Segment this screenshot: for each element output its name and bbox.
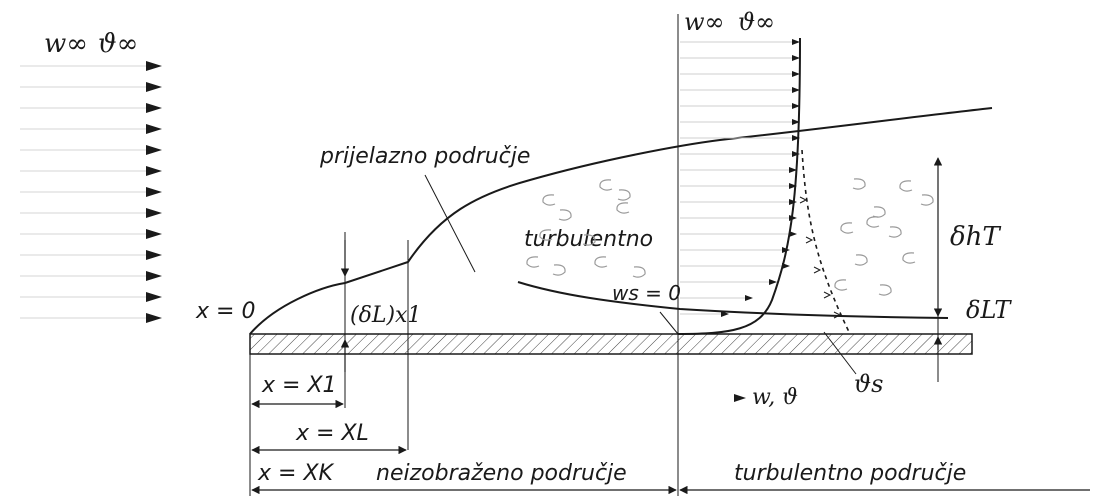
temperature-profile-ticks <box>799 196 842 319</box>
profile-arrow <box>680 151 800 157</box>
theta-s-label: ϑs <box>854 370 883 398</box>
inflow-arrow <box>20 124 162 134</box>
inflow-arrow <box>20 145 162 155</box>
w-theta-axis-label: w, ϑ <box>752 385 798 410</box>
eddy-mark <box>542 194 556 206</box>
undeveloped-region-label: neizobraženo područje <box>376 461 627 486</box>
inflow-arrow <box>20 82 162 92</box>
profile-arrow <box>680 279 777 285</box>
profile-arrow <box>680 215 797 221</box>
profile-w-label: w∞ <box>684 8 725 36</box>
theta-s-pointer-line <box>823 331 857 375</box>
temperature-profile-curve <box>801 149 851 335</box>
eddy-mark <box>539 229 553 241</box>
inflow-arrow <box>20 187 162 197</box>
inflow-arrow <box>20 271 162 281</box>
eddy-mark <box>599 179 613 191</box>
inflow-arrow <box>20 166 162 176</box>
delta-ht-label: δhT <box>950 222 1001 252</box>
inflow-arrow <box>20 250 162 260</box>
eddy-mark <box>854 254 868 266</box>
inflow-labels: w∞ ϑ∞ <box>44 29 138 59</box>
profile-arrow <box>680 295 753 301</box>
inflow-w-label: w∞ <box>44 29 88 59</box>
eddy-mark <box>888 226 902 238</box>
laminar-sublayer-curve <box>517 281 949 319</box>
x-x1-label: x = X1 <box>261 373 337 398</box>
profile-arrow <box>680 39 800 45</box>
eddy-mark <box>866 216 880 228</box>
boundary-layer-edge-curve <box>249 107 993 335</box>
profile-arrow <box>680 311 729 317</box>
eddy-mark <box>920 194 934 206</box>
transition-region-label: prijelazno područje <box>319 144 530 169</box>
inflow-arrow <box>20 313 162 323</box>
eddy-mark <box>632 266 646 278</box>
profile-arrow <box>680 247 790 253</box>
profile-arrow <box>680 87 800 93</box>
ws-zero-label: ws = 0 <box>612 281 681 305</box>
inflow-arrow <box>20 292 162 302</box>
inflow-arrow <box>20 61 162 71</box>
temperature-tick <box>799 196 808 204</box>
eddy-mark <box>902 252 916 264</box>
x-xl-label: x = XL <box>295 421 369 446</box>
profile-arrow <box>680 119 800 125</box>
profile-arrows <box>680 39 800 317</box>
eddy-mark <box>558 209 572 221</box>
eddy-mark <box>526 256 540 268</box>
eddy-mark <box>840 222 854 234</box>
temperature-tick <box>833 311 842 319</box>
profile-arrow <box>680 199 797 205</box>
eddy-mark <box>872 206 886 218</box>
eddy-mark <box>616 202 630 214</box>
profile-arrow <box>680 135 800 141</box>
profile-arrow <box>680 167 797 173</box>
eddy-mark <box>617 189 631 201</box>
inflow-arrows <box>20 61 162 323</box>
w-theta-arrow-icon <box>734 394 746 402</box>
delta-lt-label: δLT <box>966 296 1012 324</box>
inflow-arrow <box>20 208 162 218</box>
profile-arrow <box>680 263 790 269</box>
profile-arrow <box>680 231 797 237</box>
velocity-profile-curve <box>677 37 801 335</box>
eddy-mark <box>878 284 892 296</box>
profile-arrow <box>680 183 797 189</box>
eddy-mark <box>552 264 566 276</box>
inflow-theta-label: ϑ∞ <box>98 29 138 59</box>
temperature-tick <box>805 236 814 244</box>
temperature-tick <box>813 266 822 274</box>
delta-l-x1-label: (δL)x1 <box>350 303 421 328</box>
profile-arrow <box>680 55 800 61</box>
x-xk-label: x = XK <box>257 461 335 486</box>
inflow-arrow <box>20 103 162 113</box>
eddy-mark <box>834 279 848 291</box>
eddy-mark <box>594 256 608 268</box>
eddy-mark <box>899 180 913 192</box>
temperature-tick <box>823 291 832 299</box>
profile-arrow <box>680 71 800 77</box>
x-zero-label: x = 0 <box>195 299 255 324</box>
inflow-arrow <box>20 229 162 239</box>
ws-pointer-line <box>659 311 679 335</box>
profile-arrow <box>680 103 800 109</box>
profile-theta-label: ϑ∞ <box>738 8 775 36</box>
turbulent-eddies <box>526 178 934 296</box>
eddy-mark <box>582 234 596 246</box>
eddy-mark <box>852 178 866 190</box>
transition-pointer-line <box>424 174 476 273</box>
hatched-wall <box>249 333 973 355</box>
turbulent-region-label: turbulentno područje <box>734 461 966 486</box>
